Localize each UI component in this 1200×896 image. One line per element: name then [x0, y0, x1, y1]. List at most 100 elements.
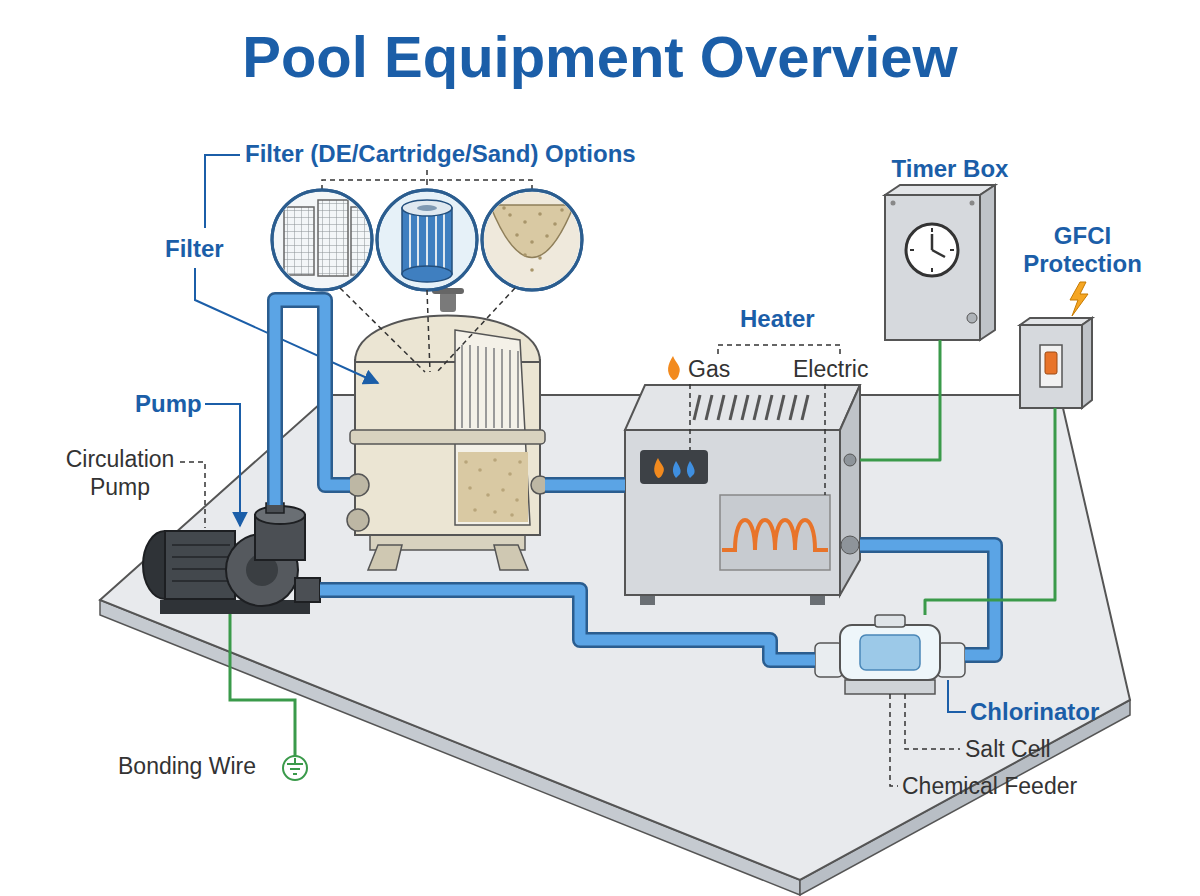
water-pipe: [320, 590, 815, 660]
filter-node: Filter: [350, 285, 545, 570]
chlorinator-cell: [815, 643, 843, 677]
de-grids: [272, 190, 375, 290]
heater-unit: [654, 458, 664, 478]
timer-box: [950, 249, 954, 251]
diagram-title: Pool Equipment Overview: [0, 22, 1200, 92]
timer-box: [967, 313, 977, 323]
heater-vents: [718, 395, 724, 420]
heater-vents: [754, 395, 760, 420]
pump-pointers: [205, 404, 240, 526]
gfci-box: [1082, 318, 1092, 408]
heater-vents: [802, 395, 808, 420]
heater-unit: [673, 461, 681, 478]
filter-tank: [494, 545, 528, 570]
filter-options: [340, 288, 515, 372]
cartridge-element: [443, 210, 445, 272]
de-grids: [318, 200, 348, 276]
sand-media: [538, 256, 542, 260]
gfci-box: [1020, 282, 1092, 408]
sand-grains: [473, 508, 477, 512]
sand-grains: [518, 460, 522, 464]
equipment-label: Pump: [135, 390, 202, 418]
bonding-wire: [293, 773, 297, 775]
heater-vents: [730, 395, 736, 420]
pipe-outline: [275, 300, 350, 505]
sand-media: [553, 222, 557, 226]
heater-unit: [722, 520, 828, 550]
sand-media: [560, 208, 564, 212]
sand-media: [502, 206, 506, 210]
pipe-body: [545, 480, 625, 491]
heater-vents: [694, 395, 808, 420]
chlorinator-cell: [875, 615, 905, 627]
sand-grains: [515, 498, 519, 502]
filter-options: [272, 190, 372, 290]
heater-unit: [625, 430, 840, 595]
filter-tank: [440, 292, 456, 312]
timer-box: [931, 234, 934, 250]
filter-options: [377, 190, 477, 290]
heater-unit: [640, 595, 655, 605]
equipment-label: Timer Box: [885, 155, 1015, 183]
gfci-node: GFCI Protection: [1020, 318, 1092, 408]
chlorinator-cell: [840, 625, 940, 680]
timer-box: [885, 195, 980, 340]
wire-line: [860, 340, 940, 460]
pump-illustration: [172, 568, 230, 570]
cartridge-element: [435, 210, 437, 272]
heater-unit: [841, 536, 859, 554]
chlorinator-pointers: [948, 680, 966, 712]
lightning-icon: [1070, 282, 1088, 316]
timer-box: [910, 249, 914, 251]
filter-options: [377, 190, 477, 290]
timer-box: [970, 201, 975, 206]
pipe-body: [275, 300, 350, 505]
sand-media: [545, 234, 549, 238]
cartridge-element: [426, 210, 428, 272]
sand-media: [515, 233, 519, 237]
sand-grains: [464, 460, 468, 464]
gfci-box: [1020, 325, 1082, 408]
chlorinator-cell: [860, 635, 920, 670]
equipment-label: Heater: [740, 305, 815, 333]
sand-media: [502, 206, 564, 272]
sand-grains: [464, 458, 522, 517]
pump-illustration: [172, 544, 230, 546]
heater-vents: [766, 395, 772, 420]
gfci-box: [1020, 318, 1092, 325]
gfci-box: [1040, 345, 1062, 387]
filter-tank: [347, 288, 549, 570]
bonding-wire: [283, 756, 307, 780]
pump-illustration: [172, 580, 230, 582]
pipe-body: [320, 590, 815, 660]
heater-unit: [625, 385, 860, 605]
sand-grains: [493, 458, 497, 462]
bonding-wire: [290, 768, 300, 770]
pump-illustration: [172, 556, 230, 558]
pump-pointers: [180, 404, 240, 528]
sand-grains: [493, 510, 497, 514]
filter-pleats: [461, 345, 463, 428]
sand-media: [530, 240, 534, 244]
sub-label: Chemical Feeder: [902, 772, 1077, 800]
sand-grains: [478, 468, 482, 472]
pump-pointers: [180, 462, 205, 528]
equipment-slab: [100, 395, 1130, 880]
heater-unit: [720, 495, 830, 570]
timer-box: [932, 250, 945, 257]
sub-label: Circulation Pump: [50, 445, 190, 501]
timer-box: [906, 224, 958, 276]
filter-options: [482, 190, 582, 290]
sand-grains: [486, 493, 490, 497]
sand-media: [508, 213, 512, 217]
filter-pointer: [195, 155, 378, 383]
sand-media: [523, 253, 527, 257]
heater-vents: [706, 395, 712, 420]
part-label: Bonding Wire: [118, 752, 256, 780]
sand-grains: [510, 513, 514, 517]
sub-label: Electric: [793, 355, 868, 383]
pump-illustration: [165, 531, 235, 599]
equipment-label: GFCI Protection: [1015, 222, 1150, 278]
pump-illustration: [143, 503, 320, 614]
chlorinator-node: ChlorinatorSalt CellChemical Feeder: [815, 615, 965, 705]
